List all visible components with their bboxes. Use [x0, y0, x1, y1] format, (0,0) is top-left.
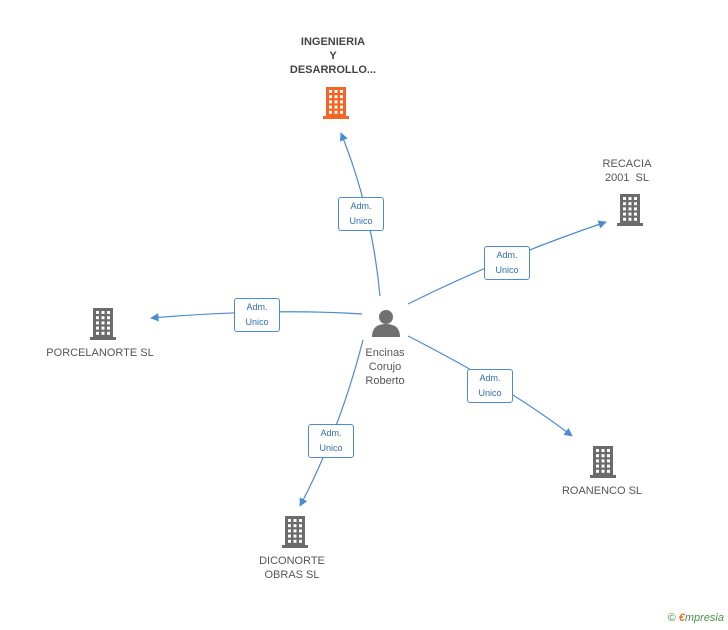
- role-box-recacia: Adm. Unico: [484, 246, 530, 280]
- brand-initial: €: [678, 612, 685, 624]
- company-label-porcelanorte[interactable]: PORCELANORTE SL: [46, 347, 154, 359]
- company-label-ingenieria[interactable]: INGENIERIA Y DESARROLLO...: [289, 36, 377, 76]
- building-icon[interactable]: [90, 308, 116, 340]
- role-box-diconorte: Adm. Unico: [308, 424, 354, 458]
- company-label-recacia[interactable]: RECACIA 2001 SL: [602, 158, 652, 184]
- brand-name: mpresia: [684, 612, 724, 624]
- footer-brand[interactable]: © €mpresia: [668, 612, 724, 624]
- person-icon[interactable]: [372, 310, 400, 337]
- building-icon[interactable]: [617, 194, 643, 226]
- role-box-porcelanorte: Adm. Unico: [234, 298, 280, 332]
- company-label-diconorte[interactable]: DICONORTE OBRAS SL: [259, 555, 325, 581]
- building-icon[interactable]: [323, 87, 349, 119]
- role-box-roanenco: Adm. Unico: [467, 369, 513, 403]
- role-box-ingenieria: Adm. Unico: [338, 197, 384, 231]
- company-label-roanenco[interactable]: ROANENCO SL: [561, 485, 643, 497]
- copyright-icon: ©: [667, 612, 676, 624]
- building-icon[interactable]: [590, 446, 616, 478]
- person-label[interactable]: Encinas Corujo Roberto: [365, 347, 405, 387]
- building-icon[interactable]: [282, 516, 308, 548]
